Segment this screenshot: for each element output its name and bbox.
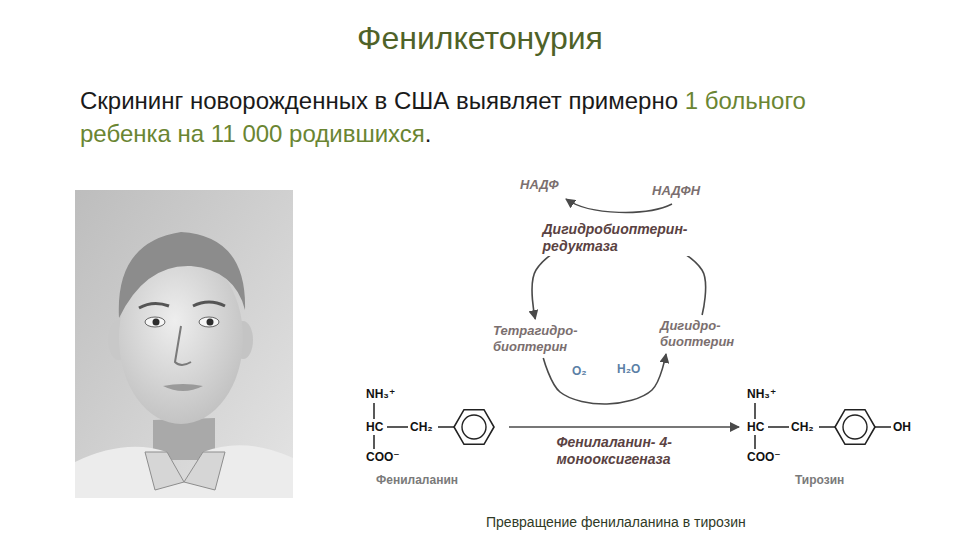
eyebrow [193,302,225,306]
text-anchor: COO⁻ [747,450,781,464]
label-anchor: НАДФ [520,177,559,192]
bond [819,426,835,428]
label-anchor: Фенилаланин- 4-монооксигеназа [554,433,695,469]
slide-title: Фенилкетонурия [0,20,960,57]
aromatic-circle [843,415,867,439]
text-anchor: OH [893,420,911,434]
compound-name: Тетрагидро- биоптерин [493,323,578,355]
reaction-arrow [543,354,666,404]
figure-caption: Превращение фенилаланина в тирозин [486,514,746,530]
benzene-ring [454,410,494,445]
label-anchor: Дигидробиоптерин- редуктаза [539,220,690,256]
shirt [75,445,293,498]
text-anchor: CH₂ [410,420,433,434]
text-anchor: NH₃⁺ [747,387,776,401]
patient-photo [75,190,293,498]
bond [768,426,789,428]
bond [373,435,375,449]
atom-group: HC [747,420,764,434]
text-anchor: CH₂ [791,420,814,434]
atom-group: COO⁻ [747,450,781,464]
molecule: NH₃⁺ HC CH₂ COO⁻ OH Тирозин [743,385,928,490]
text-anchor: NH₃⁺ [366,387,395,401]
label-anchor: H₂O [617,362,640,376]
aromatic-circle [462,415,486,439]
atom-group: OH [893,420,911,434]
reaction-arrow [509,426,739,428]
label-anchor: НАДФН [652,183,700,198]
caption-area: Превращение фенилаланина в тирозин [486,514,746,530]
bond [754,403,756,419]
bond [875,426,891,428]
atom-group: CH₂ [410,420,433,434]
pupil [207,319,214,326]
text-anchor: COO⁻ [366,450,400,464]
eyebrow [139,303,169,308]
bond [387,426,408,428]
cofactor-arrow [566,199,672,212]
compound-label: Тетрагидро- биоптерин [493,323,578,355]
atom-group: COO⁻ [366,450,400,464]
intro-text: Скрининг новорожденных в США выявляет пр… [80,84,890,150]
hair [119,232,245,318]
eye [199,317,219,327]
molecule-name: Тирозин [795,473,844,487]
title-area: Фенилкетонурия [0,20,960,57]
atom-group: NH₃⁺ [366,387,395,401]
text-anchor: HC [747,420,764,434]
molecule-name: Фенилаланин [376,473,458,487]
screening-text: . [425,120,432,147]
text-anchor: Фенилаланин [376,473,458,487]
nose [175,326,191,365]
bond [373,403,375,419]
bond [438,426,454,428]
cofactor-label: НАДФ [520,177,559,192]
enzyme-name: Дигидробиоптерин- редуктаза [539,220,690,256]
atom-group: CH₂ [791,420,814,434]
label-anchor: O₂ [572,364,587,378]
gas-label: H₂O [617,362,640,376]
cofactor-label: НАДФН [652,183,700,198]
compound-label: Дигидро- биоптерин [660,318,734,350]
photo-ground [75,190,293,498]
molecule: NH₃⁺ HC CH₂ COO⁻ Фенилаланин [362,385,507,490]
atom-group: HC [366,420,383,434]
text-anchor: HC [366,420,383,434]
mouth [163,384,203,391]
compound-name: Дигидро- биоптерин [660,318,734,350]
enzyme-name: Фенилаланин- 4-монооксигеназа [554,433,695,469]
text-anchor: Тирозин [795,473,844,487]
benzene-ring [835,410,875,445]
bond [754,435,756,449]
gas-label: O₂ [572,364,587,378]
collar [145,452,225,490]
eye [145,317,165,327]
screening-text: Скрининг новорожденных в США выявляет пр… [80,87,678,114]
atom-group: NH₃⁺ [747,387,776,401]
pupil [153,319,160,326]
